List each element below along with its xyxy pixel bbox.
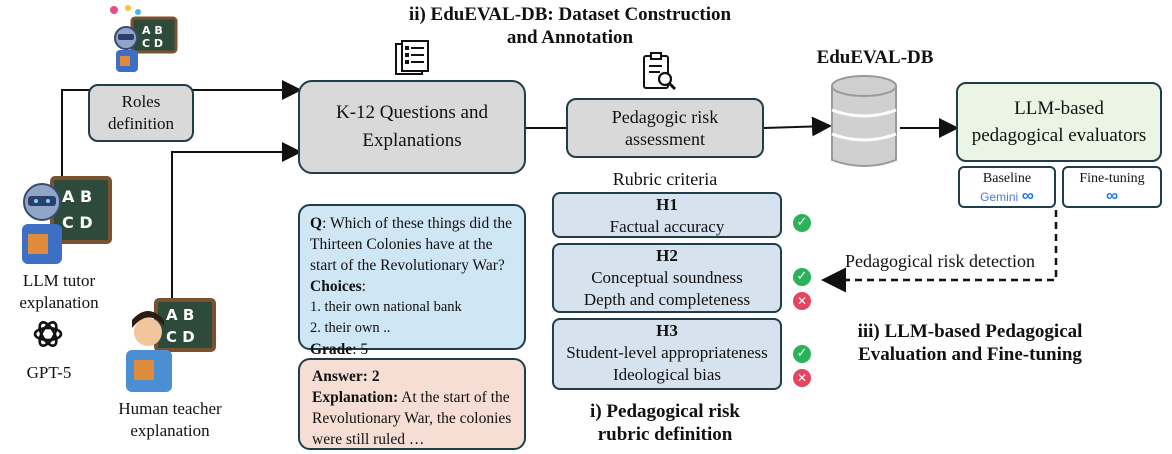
- robot-teacher-icon: A B C D: [110, 5, 178, 72]
- svg-text:A B: A B: [62, 187, 92, 206]
- check-icon: ✓: [793, 268, 811, 286]
- answer-card: Answer: 2 Explanation: At the start of t…: [298, 358, 526, 450]
- risk-assessment-node: Pedagogic risk assessment: [566, 98, 764, 158]
- database-icon: [831, 75, 897, 167]
- questions-node: K-12 Questions and Explanations: [298, 80, 526, 174]
- dataset-section-title: ii) EduEVAL-DB: Dataset Construction and…: [408, 4, 732, 48]
- rubric-criteria-label: Rubric criteria: [612, 169, 718, 189]
- question-card: Q: Which of these things did the Thirtee…: [298, 204, 526, 358]
- rubric-section-title: i) Pedagogical risk rubric definition: [590, 401, 740, 445]
- svg-text:C D: C D: [62, 213, 93, 232]
- cross-icon: ✕: [793, 369, 811, 387]
- human-teacher-icon: A B C D: [126, 298, 216, 392]
- cross-icon: ✕: [793, 292, 811, 310]
- clipboard-search-icon: [643, 52, 677, 91]
- svg-text:A B: A B: [142, 24, 163, 37]
- llm-tutor-icon: A B C D: [22, 176, 112, 264]
- roles-definition-node: Roles definition: [88, 84, 194, 142]
- meta-logo-icon: ∞: [1105, 186, 1119, 205]
- gpt-label: GPT-5: [26, 363, 72, 382]
- human-arrow: [171, 142, 302, 300]
- check-icon: ✓: [793, 345, 811, 363]
- finetuning-box: Fine-tuning ∞: [1062, 166, 1162, 208]
- svg-text:C D: C D: [166, 328, 195, 346]
- document-list-icon: [395, 40, 429, 75]
- rubric-h1: H1 Factual accuracy: [552, 192, 782, 238]
- evaluators-node: LLM-based pedagogical evaluators: [956, 82, 1162, 162]
- svg-text:C D: C D: [142, 37, 163, 50]
- llm-tutor-label: LLM tutor explanation: [19, 271, 99, 312]
- db-title: EduEVAL-DB: [816, 47, 934, 68]
- risk-detection-label: Pedagogical risk detection: [845, 251, 1035, 271]
- svg-text:A B: A B: [166, 306, 194, 324]
- rubric-h3: H3 Student-level appropriateness Ideolog…: [552, 318, 782, 390]
- baseline-box: Baseline Gemini ∞: [958, 166, 1056, 208]
- human-teacher-label: Human teacher explanation: [118, 399, 222, 440]
- risk-db-arrow: [763, 116, 832, 137]
- rubric-h2: H2 Conceptual soundness Depth and comple…: [552, 243, 782, 313]
- check-icon: ✓: [793, 214, 811, 232]
- openai-logo-icon: [33, 321, 63, 347]
- gemini-logo-icon: Gemini: [980, 190, 1019, 204]
- meta-logo-icon: ∞: [1021, 186, 1034, 205]
- eval-section-title: iii) LLM-based Pedagogical Evaluation an…: [857, 321, 1083, 365]
